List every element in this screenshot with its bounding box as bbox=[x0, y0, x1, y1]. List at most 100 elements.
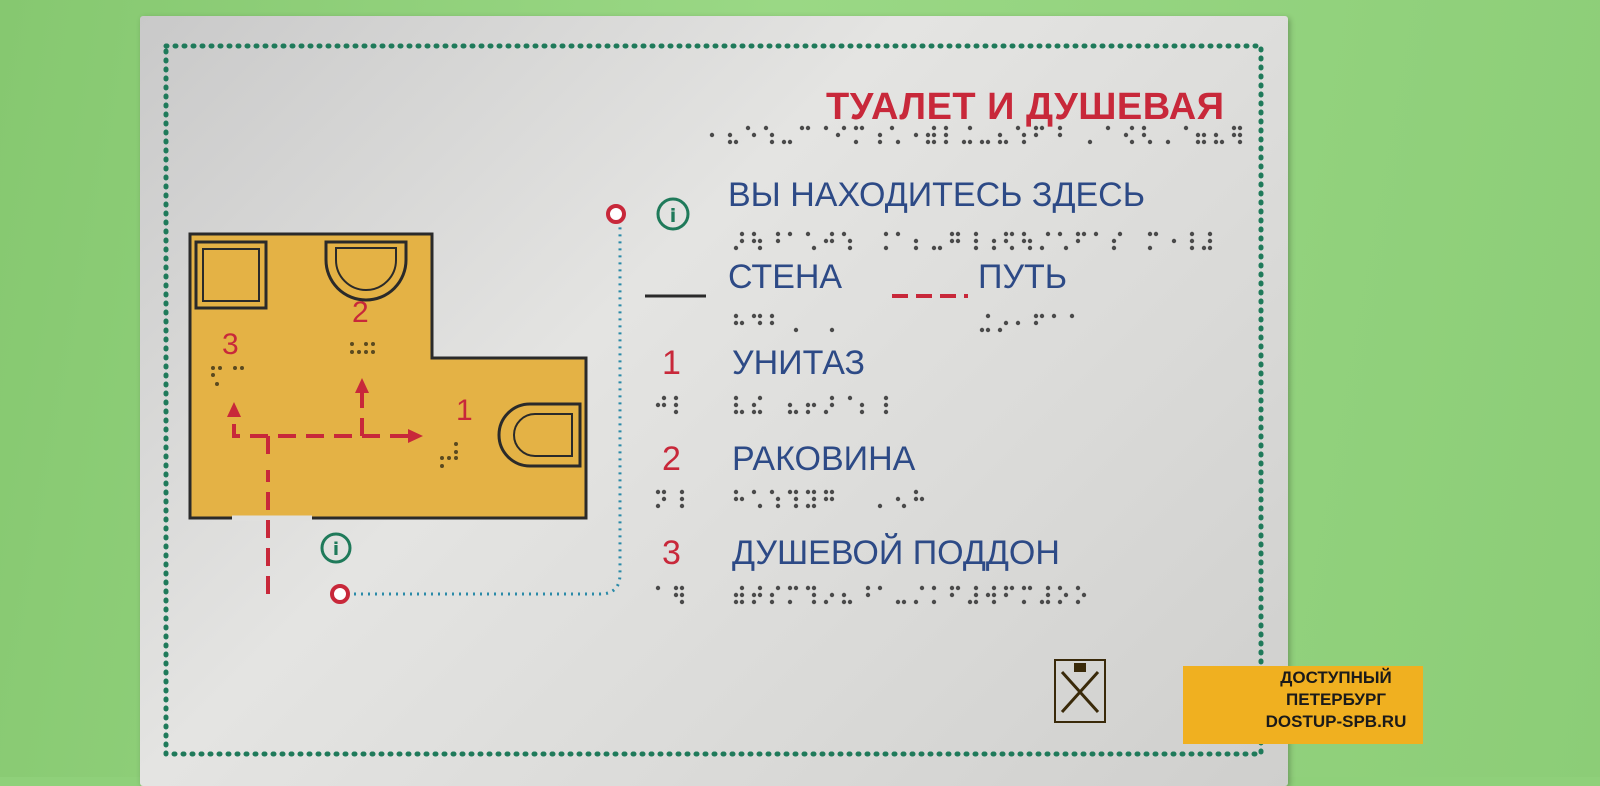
sign-graphics: i i bbox=[163, 43, 1264, 757]
braille-dot bbox=[1237, 125, 1243, 131]
braille-dot bbox=[883, 231, 889, 237]
braille-dot bbox=[1207, 231, 1213, 237]
braille-dot bbox=[973, 245, 979, 251]
braille-dot bbox=[1075, 231, 1081, 237]
braille-dot bbox=[1165, 139, 1171, 145]
braille-dot bbox=[793, 409, 799, 415]
braille-dot bbox=[775, 585, 781, 591]
braille-dot bbox=[793, 496, 799, 502]
braille-dot bbox=[997, 139, 1003, 145]
braille-dot bbox=[787, 409, 793, 415]
braille-dot bbox=[793, 503, 799, 509]
braille-dot bbox=[1147, 245, 1153, 251]
braille-dot bbox=[1021, 132, 1027, 138]
braille-dot bbox=[931, 139, 937, 145]
braille-dot bbox=[1027, 245, 1033, 251]
braille-dot bbox=[823, 125, 829, 131]
braille-dot bbox=[811, 585, 817, 591]
map-label-3: 3 bbox=[222, 328, 239, 361]
braille-dot bbox=[757, 245, 763, 251]
braille-dot bbox=[1003, 139, 1009, 145]
braille-dot bbox=[1045, 599, 1051, 605]
braille-dot bbox=[865, 585, 871, 591]
braille-dot bbox=[853, 125, 859, 131]
braille-dot bbox=[1129, 139, 1135, 145]
braille-dot bbox=[751, 409, 757, 415]
braille-dot bbox=[1213, 139, 1219, 145]
braille-dot bbox=[1033, 320, 1039, 326]
braille-dot bbox=[769, 139, 775, 145]
braille-dot bbox=[787, 231, 793, 237]
braille-dot bbox=[1033, 125, 1039, 131]
braille-dot bbox=[811, 489, 817, 495]
braille-dot bbox=[805, 125, 811, 131]
braille-dot bbox=[805, 409, 811, 415]
dotted-border bbox=[163, 43, 1264, 757]
braille-dot bbox=[673, 592, 679, 598]
braille-dot bbox=[787, 599, 793, 605]
braille-dot bbox=[895, 231, 901, 237]
braille-dot bbox=[1015, 320, 1021, 326]
braille-dot bbox=[751, 402, 757, 408]
braille-dot bbox=[661, 402, 667, 408]
braille-dot bbox=[1183, 125, 1189, 131]
braille-dot bbox=[823, 409, 829, 415]
braille-dot bbox=[751, 231, 757, 237]
braille-dot bbox=[979, 327, 985, 333]
braille-dot bbox=[811, 402, 817, 408]
braille-dot bbox=[985, 313, 991, 319]
braille-dot bbox=[877, 503, 883, 509]
braille-dot bbox=[1003, 585, 1009, 591]
braille-dot bbox=[973, 592, 979, 598]
braille-dot bbox=[847, 245, 853, 251]
braille-dot bbox=[745, 125, 751, 131]
braille-dot bbox=[829, 496, 835, 502]
braille-dot bbox=[805, 231, 811, 237]
braille-dot bbox=[943, 139, 949, 145]
braille-dot bbox=[757, 238, 763, 244]
braille-dot bbox=[1147, 139, 1153, 145]
braille-dot bbox=[925, 139, 931, 145]
braille-dot bbox=[901, 599, 907, 605]
braille-dot bbox=[775, 238, 781, 244]
braille-dot bbox=[739, 238, 745, 244]
braille-dot bbox=[751, 313, 757, 319]
braille-dot bbox=[1033, 132, 1039, 138]
legend-start-marker bbox=[606, 204, 626, 224]
braille-dot bbox=[1237, 139, 1243, 145]
braille-dot bbox=[955, 585, 961, 591]
braille-dot bbox=[913, 238, 919, 244]
braille-dot bbox=[751, 592, 757, 598]
braille-dot bbox=[1015, 125, 1021, 131]
braille-dot bbox=[1123, 132, 1129, 138]
braille-dot bbox=[1033, 313, 1039, 319]
braille-dot bbox=[823, 599, 829, 605]
braille-dot bbox=[841, 592, 847, 598]
braille-dot bbox=[757, 320, 763, 326]
braille-dot bbox=[769, 320, 775, 326]
braille-dot bbox=[1057, 132, 1063, 138]
braille-dot bbox=[739, 599, 745, 605]
braille-dot bbox=[1063, 592, 1069, 598]
braille-dot bbox=[1027, 238, 1033, 244]
braille-dot bbox=[967, 599, 973, 605]
braille-dot bbox=[991, 585, 997, 591]
braille-dot bbox=[1153, 231, 1159, 237]
floor-plan bbox=[188, 232, 588, 521]
braille-dot bbox=[1219, 139, 1225, 145]
braille-dot bbox=[1231, 132, 1237, 138]
braille-dot bbox=[859, 402, 865, 408]
braille-dot bbox=[1021, 599, 1027, 605]
braille-dot bbox=[805, 503, 811, 509]
braille-dot bbox=[943, 125, 949, 131]
braille-dot bbox=[985, 139, 991, 145]
braille-dot bbox=[1201, 245, 1207, 251]
braille-dot bbox=[733, 599, 739, 605]
braille-dot bbox=[973, 599, 979, 605]
braille-dot bbox=[997, 132, 1003, 138]
info-icon: i bbox=[656, 197, 690, 231]
braille-dot bbox=[931, 245, 937, 251]
braille-dot bbox=[961, 139, 967, 145]
legend-number-3: 3 bbox=[662, 534, 681, 572]
braille-dot bbox=[1039, 313, 1045, 319]
